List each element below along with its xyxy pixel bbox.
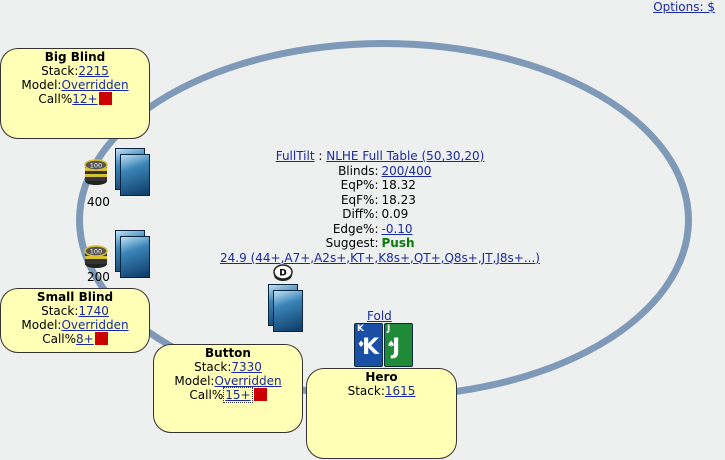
seat-name: Hero (365, 370, 398, 384)
chip-stack-icon: 100 (84, 245, 108, 268)
model-link[interactable]: Overridden (214, 374, 282, 388)
edge-link[interactable]: -0.10 (381, 221, 413, 236)
seat-small-blind: Small Blind Stack:1740 Model:Overridden … (0, 288, 150, 353)
blinds-label: Blinds: (338, 163, 379, 178)
suggest-label: Suggest: (325, 236, 379, 250)
call-link[interactable]: 15+ (223, 387, 253, 403)
seat-button: Button Stack:7330 Model:Overridden Call%… (153, 344, 303, 433)
dealer-text: D (279, 269, 286, 279)
stack-link[interactable]: 2215 (78, 64, 109, 78)
stack-link[interactable]: 1615 (384, 384, 416, 398)
model-label: Model: (21, 318, 62, 332)
call-label: Call% (42, 332, 77, 346)
dealer-button-icon: D (273, 264, 293, 281)
site-link[interactable]: FullTilt (275, 149, 315, 163)
options-link[interactable]: Options: $ (653, 0, 715, 14)
bet-amount-small-blind: 200 (87, 270, 110, 284)
call-label: Call% (189, 388, 224, 402)
range-color-swatch[interactable] (253, 388, 267, 401)
stack-link[interactable]: 1740 (78, 304, 109, 318)
call-link[interactable]: 12+ (72, 92, 98, 106)
spade-suit-icon: ♠ (387, 340, 396, 350)
eqf-label: EqF%: (340, 192, 379, 207)
stack-label: Stack: (347, 384, 385, 398)
face-down-cards-small-blind (115, 230, 151, 278)
chip-text: 100 (90, 162, 102, 170)
range-color-swatch[interactable] (98, 92, 112, 105)
model-link[interactable]: Overridden (61, 78, 129, 92)
bet-amount-big-blind: 400 (87, 195, 110, 209)
stack-link[interactable]: 7330 (231, 360, 262, 374)
hero-card-jack-spades: J ♠ J (384, 323, 413, 367)
stack-label: Stack: (41, 64, 79, 78)
card-back (273, 290, 303, 332)
card-rank: J (392, 335, 401, 360)
face-down-cards-big-blind (115, 148, 151, 196)
card-back (120, 236, 150, 278)
stack-label: Stack: (194, 360, 232, 374)
model-label: Model: (21, 78, 62, 92)
card-rank: K (362, 335, 380, 360)
model-link[interactable]: Overridden (61, 318, 129, 332)
seat-hero: Hero Stack:1615 (306, 368, 457, 459)
hero-card-king-diamonds: K ♦ K (354, 323, 383, 367)
suggest-value: Push (381, 236, 415, 250)
eqp-value: 18.32 (381, 178, 416, 192)
chip-text: 100 (90, 248, 102, 256)
call-label: Call% (38, 92, 73, 106)
diff-label: Diff%: (342, 207, 379, 221)
card-back (120, 154, 150, 196)
range-color-swatch[interactable] (94, 332, 108, 345)
stack-label: Stack: (41, 304, 79, 318)
site-separator: : (314, 149, 327, 163)
hero-action-fold-link[interactable]: Fold (367, 309, 392, 323)
diamond-suit-icon: ♦ (357, 340, 366, 350)
card-rank-corner: K (357, 324, 364, 334)
face-down-cards-button (268, 284, 304, 332)
situation-info-panel: FullTilt : NLHE Full Table (50,30,20) Bl… (200, 149, 560, 265)
eqp-label: EqP%: (340, 178, 379, 192)
model-label: Model: (174, 374, 215, 388)
card-rank-corner: J (387, 324, 391, 334)
game-structure-link[interactable]: NLHE Full Table (50,30,20) (326, 149, 485, 163)
hero-hole-cards: K ♦ K J ♠ J (354, 323, 414, 369)
seat-name: Big Blind (44, 50, 106, 64)
seat-name: Button (205, 346, 251, 360)
diff-value: 0.09 (381, 207, 409, 221)
blinds-link[interactable]: 200/400 (381, 163, 432, 178)
seat-name: Small Blind (36, 290, 114, 304)
chip-stack-icon: 100 (84, 159, 108, 185)
edge-label: Edge%: (332, 221, 379, 236)
eqf-value: 18.23 (381, 192, 416, 207)
push-range-link[interactable]: 24.9 (44+,A7+,A2s+,KT+,K8s+,QT+,Q8s+,JT,… (220, 250, 540, 265)
call-link[interactable]: 8+ (76, 332, 94, 346)
seat-big-blind: Big Blind Stack:2215 Model:Overridden Ca… (0, 48, 150, 139)
